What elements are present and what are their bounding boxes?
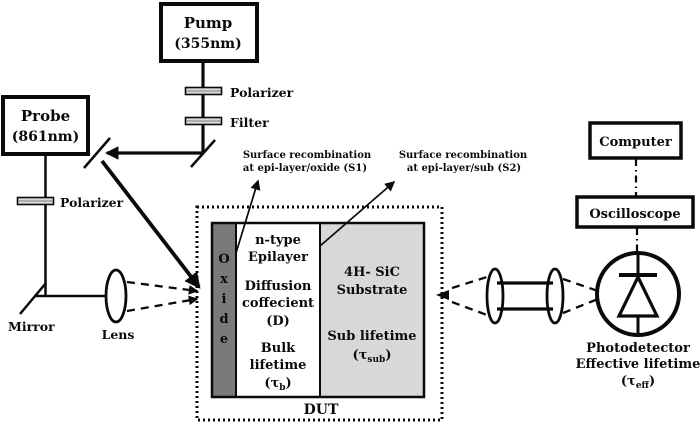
dut-dotted-outline — [195, 205, 444, 422]
probe-focus-ray-bottom — [126, 295, 199, 313]
s1-annotation: Surface recombination at epi-layer/oxide… — [235, 150, 372, 254]
computer-box-frame — [588, 121, 683, 160]
svg-text:Effective lifetime: Effective lifetime — [576, 357, 700, 372]
svg-text:Epilayer: Epilayer — [248, 250, 308, 265]
relay-lens-2-icon — [545, 267, 565, 325]
svg-text:Sub lifetime: Sub lifetime — [327, 329, 416, 344]
svg-text:(D): (D) — [266, 314, 290, 329]
mirror-label: Mirror — [8, 319, 55, 334]
pump-title: Pump — [184, 14, 233, 32]
svg-text:e: e — [220, 332, 228, 347]
svg-text:at epi-layer/sub (S2): at epi-layer/sub (S2) — [407, 163, 521, 174]
pump-box-frame — [159, 2, 259, 63]
svg-text:lifetime: lifetime — [250, 358, 307, 373]
pump-wavelength: (355nm) — [174, 36, 241, 52]
svg-text:Surface recombination: Surface recombination — [243, 150, 372, 161]
probe-focus-ray-top — [126, 280, 199, 295]
mirror-icon — [19, 282, 47, 315]
probe-title: Probe — [21, 107, 70, 125]
svg-text:Diffusion: Diffusion — [245, 279, 312, 294]
probe-wavelength: (861nm) — [12, 129, 79, 145]
svg-text:i: i — [222, 292, 227, 307]
lens-label: Lens — [102, 327, 135, 342]
pump-beam-diagonal-arrow — [100, 159, 201, 289]
svg-text:4H- SiC: 4H- SiC — [344, 265, 400, 280]
probe-laser-box: Probe (861nm) — [1, 95, 90, 156]
probe-polarizer-icon — [16, 196, 55, 206]
oxide-layer — [211, 222, 237, 398]
svg-text:Photodetector: Photodetector — [586, 341, 690, 356]
s2-annotation: Surface recombination at epi-layer/sub (… — [319, 150, 528, 247]
probe-polarizer-label: Polarizer — [60, 195, 124, 210]
computer-box: Computer — [588, 121, 683, 160]
substrate-text: 4H- SiC Substrate Sub lifetime (τsub) — [327, 265, 416, 365]
pump-laser-box: Pump (355nm) — [159, 2, 259, 63]
filter-label: Filter — [230, 115, 269, 130]
svg-text:d: d — [219, 312, 228, 327]
s1-pointer-arrow — [235, 179, 261, 254]
filter-icon — [184, 116, 223, 126]
relay-lens-1-icon — [485, 267, 505, 325]
svg-text:Surface recombination: Surface recombination — [399, 150, 528, 161]
photodetector-caption: Photodetector Effective lifetime (τeff) — [576, 341, 700, 391]
beam-splitter-icon — [83, 137, 111, 169]
s2-pointer-arrow — [319, 180, 396, 247]
collect-ray-top-left — [451, 275, 488, 290]
photodetector-icon — [595, 251, 681, 337]
svg-text:O: O — [218, 252, 229, 267]
pump-polarizer-label: Polarizer — [230, 85, 294, 100]
pump-polarizer-icon — [184, 86, 223, 96]
svg-text:coffecient: coffecient — [242, 296, 314, 311]
focusing-lens-icon — [104, 268, 128, 324]
pump-turning-mirror-icon — [190, 139, 216, 168]
effective-lifetime-tau: (τeff) — [621, 374, 655, 391]
bulk-lifetime-tau: (τb) — [264, 376, 291, 393]
oscilloscope-box-frame — [575, 195, 695, 229]
svg-text:Substrate: Substrate — [337, 283, 408, 298]
computer-label: Computer — [599, 135, 672, 150]
dut-label: DUT — [304, 402, 339, 418]
collect-ray-bottom-left — [451, 300, 488, 317]
probe-box-frame — [1, 95, 90, 156]
oscilloscope-label: Oscilloscope — [589, 207, 680, 222]
sub-lifetime-tau: (τsub) — [353, 348, 392, 365]
arrow-into-dut-icon — [436, 290, 449, 300]
svg-text:n-type: n-type — [255, 233, 301, 248]
substrate-layer — [319, 222, 425, 398]
collect-ray-bottom-right — [562, 297, 599, 315]
svg-text:Bulk: Bulk — [261, 341, 296, 356]
svg-text:x: x — [220, 272, 228, 287]
epilayer-text: n-type Epilayer Diffusion coffecient (D)… — [242, 233, 314, 393]
oscilloscope-box: Oscilloscope — [575, 195, 695, 229]
svg-text:at epi-layer/oxide (S1): at epi-layer/oxide (S1) — [243, 163, 367, 174]
oxide-vertical-label: O x i d e — [218, 252, 229, 347]
sample-outline — [210, 221, 426, 399]
collect-ray-top-right — [562, 277, 599, 293]
